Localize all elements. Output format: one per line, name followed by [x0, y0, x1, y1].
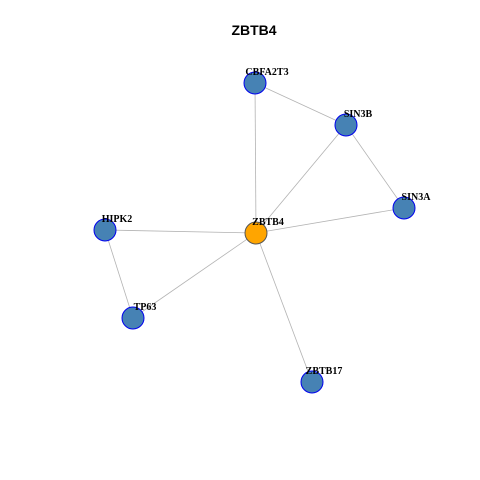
node-label-zbtb4: ZBTB4: [252, 217, 284, 228]
edge-sin3b-zbtb4: [255, 124, 347, 234]
node-zbtb17: [300, 370, 324, 394]
diagram-title: ZBTB4: [231, 22, 276, 38]
node-tp63: [121, 306, 145, 330]
node-label-cbfa2t3: CBFA2T3: [245, 67, 288, 78]
edge-sin3a-zbtb4: [255, 207, 405, 234]
node-zbtb4: [244, 221, 268, 245]
edge-cbfa2t3-zbtb4: [254, 82, 257, 234]
edge-zbtb17-zbtb4: [255, 232, 313, 383]
node-label-zbtb17: ZBTB17: [306, 366, 343, 377]
node-hipk2: [93, 218, 117, 242]
node-label-tp63: TP63: [134, 302, 157, 313]
edge-tp63-zbtb4: [132, 232, 257, 319]
node-sin3a: [392, 196, 416, 220]
edges-layer: [104, 82, 405, 383]
edge-hipk2-zbtb4: [104, 229, 257, 234]
node-cbfa2t3: [243, 71, 267, 95]
node-label-hipk2: HIPK2: [102, 214, 133, 225]
node-label-sin3b: SIN3B: [344, 109, 373, 120]
nodes-layer: [93, 71, 416, 394]
edge-sin3b-sin3a: [345, 124, 405, 209]
edge-hipk2-tp63: [104, 229, 134, 319]
node-sin3b: [334, 113, 358, 137]
node-label-sin3a: SIN3A: [402, 192, 432, 203]
edge-cbfa2t3-sin3b: [254, 82, 347, 126]
